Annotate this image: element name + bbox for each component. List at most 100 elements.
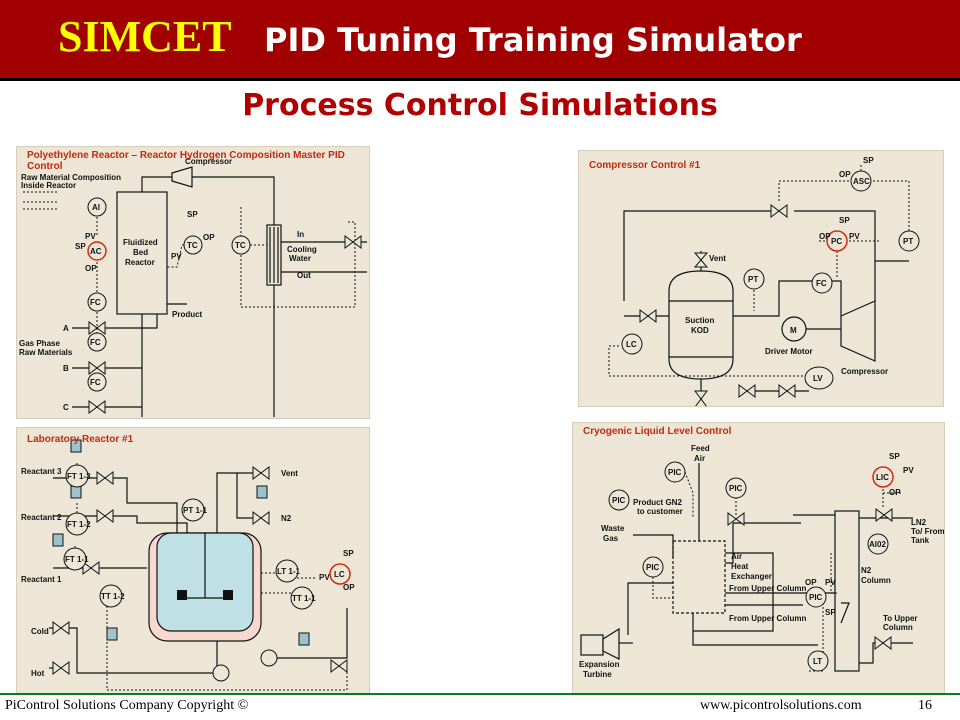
fc-tag: FC (90, 378, 101, 387)
product-label: Product (172, 310, 203, 319)
pic-tag: PIC (646, 563, 660, 572)
lic-tag: LIC (876, 473, 889, 482)
op-label: OP (805, 578, 817, 587)
compressor-label: Compressor (185, 157, 232, 166)
expansion-turbine-label-2: Turbine (583, 670, 612, 679)
feed-air-label-1: Feed (691, 444, 710, 453)
brand-name: SIMCET (58, 12, 232, 61)
pic-tag: PIC (809, 593, 823, 602)
compressor-control-diagram: Vent Suction KOD M Driver Motor Compress… (608, 156, 920, 406)
motor-tag: M (790, 326, 797, 335)
heat-exchanger-label-3: Exchanger (731, 572, 772, 581)
lt-tag: LT (813, 657, 822, 666)
heat-exchanger-label-2: Heat (731, 562, 749, 571)
pc-tag: PC (831, 237, 842, 246)
suction-kod-label-1: Suction (685, 316, 714, 325)
tc-tag: TC (187, 241, 198, 250)
lc-tag: LC (334, 570, 345, 579)
lt-1-1-tag: LT 1-1 (277, 567, 301, 576)
op-label: OP (85, 264, 97, 273)
vent-label: Vent (709, 254, 726, 263)
product-gn2-label-2: to customer (637, 507, 683, 516)
n2-label: N2 (281, 514, 292, 523)
ai02-tag: AI02 (869, 540, 886, 549)
cryogenic-level-diagram: Feed Air PIC PIC PIC PIC PIC Product GN2… (579, 444, 944, 679)
ft-1-1-tag: FT 1-1 (65, 555, 89, 564)
tt-1-2-tag: TT 1-2 (101, 592, 125, 601)
lv-tag: LV (813, 374, 823, 383)
feed-a-label: A (63, 324, 69, 333)
tc-tag: TC (235, 241, 246, 250)
page-number: 16 (918, 698, 932, 713)
compressor-control-panel: Vent Suction KOD M Driver Motor Compress… (578, 150, 944, 407)
slide-title: PID Tuning Training Simulator (264, 21, 802, 59)
pv-label: PV (825, 578, 836, 587)
driver-motor-label: Driver Motor (765, 347, 813, 356)
polyethylene-reactor-panel: Raw Material Composition Inside Reactor … (16, 146, 370, 419)
ln2-label-2: To/ From (911, 527, 944, 536)
reactor-label-3: Reactor (125, 258, 155, 267)
from-upper-column-label: From Upper Column (729, 614, 806, 623)
sp-label: SP (839, 216, 850, 225)
reactor-label-1: Fluidized (123, 238, 158, 247)
panel-title: Compressor Control #1 (589, 160, 701, 171)
ft-1-2-tag: FT 1-2 (67, 520, 91, 529)
op-label: OP (819, 232, 831, 241)
heat-exchanger-label-1: Air (731, 552, 742, 561)
waste-gas-label-2: Gas (603, 534, 619, 543)
in-label: In (297, 230, 304, 239)
cooling-label-1: Cooling (287, 245, 317, 254)
copyright-text: PiControl Solutions Company Copyright © (5, 698, 249, 713)
pv-label: PV (903, 466, 914, 475)
op-label: OP (839, 170, 851, 179)
laboratory-reactor-diagram: Reactant 3 Reactant 2 Reactant 1 FT 1-3 … (21, 439, 355, 691)
from-upper-column-label: From Upper Column (729, 584, 806, 593)
op-label: OP (889, 488, 901, 497)
feed-b-label: B (63, 364, 69, 373)
cryogenic-level-panel: Feed Air PIC PIC PIC PIC PIC Product GN2… (572, 422, 945, 694)
reactor-label-2: Bed (133, 248, 148, 257)
cooling-label-2: Water (289, 254, 311, 263)
fc-tag: FC (90, 298, 101, 307)
ai-tag: AI (92, 203, 100, 212)
op-label: OP (343, 583, 355, 592)
suction-kod-label-2: KOD (691, 326, 709, 335)
pt-1-1-tag: PT 1-1 (183, 506, 208, 515)
pic-tag: PIC (612, 496, 626, 505)
pt-tag: PT (748, 275, 758, 284)
reactant-3-label: Reactant 3 (21, 467, 62, 476)
feed-air-label-2: Air (694, 454, 705, 463)
to-upper-column-label-1: To Upper (883, 614, 918, 623)
inside-reactor-label: Inside Reactor (21, 181, 76, 190)
sp-label: SP (343, 549, 354, 558)
title-banner: SIMCET PID Tuning Training Simulator (0, 0, 960, 81)
sp-label: SP (75, 242, 86, 251)
pt-tag: PT (903, 237, 913, 246)
pv-label: PV (171, 252, 182, 261)
vent-label: Vent (281, 469, 298, 478)
sp-label: SP (825, 608, 836, 617)
polyethylene-reactor-diagram: Raw Material Composition Inside Reactor … (19, 157, 367, 417)
fc-tag: FC (816, 279, 827, 288)
panel-title: Polyethylene Reactor – Reactor Hydrogen … (27, 150, 345, 172)
pic-tag: PIC (668, 468, 682, 477)
panel-title: Cryogenic Liquid Level Control (583, 426, 732, 437)
pv-label: PV (85, 232, 96, 241)
to-upper-column-label-2: Column (883, 623, 913, 632)
op-label: OP (203, 233, 215, 242)
reactant-2-label: Reactant 2 (21, 513, 62, 522)
pv-label: PV (849, 232, 860, 241)
tt-1-1-tag: TT 1-1 (292, 594, 316, 603)
gas-phase-label-2: Raw Materials (19, 348, 73, 357)
laboratory-reactor-panel: Reactant 3 Reactant 2 Reactant 1 FT 1-3 … (16, 427, 370, 694)
sp-label: SP (889, 452, 900, 461)
cold-label: Cold (31, 627, 49, 636)
slide-subtitle: Process Control Simulations (242, 88, 718, 123)
hot-label: Hot (31, 669, 45, 678)
asc-tag: ASC (853, 177, 870, 186)
raw-material-label: Raw Material Composition (21, 173, 121, 182)
reactant-1-label: Reactant 1 (21, 575, 62, 584)
ac-tag: AC (90, 247, 102, 256)
n2-column-label-2: Column (861, 576, 891, 585)
website-url: www.picontrolsolutions.com (700, 698, 862, 713)
